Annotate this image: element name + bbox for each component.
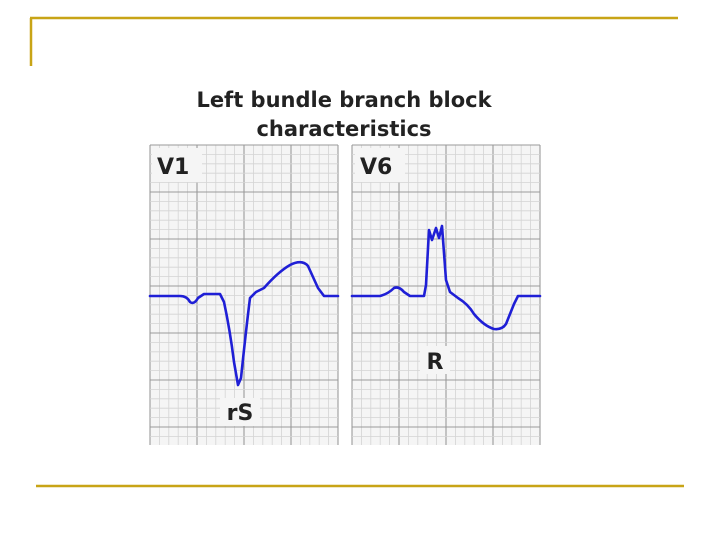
decorative-frame (29, 16, 684, 488)
title-line-1: Left bundle branch block (196, 88, 492, 112)
title-line-2: characteristics (256, 117, 431, 141)
figure-title: Left bundle branch block characteristics (196, 88, 492, 141)
lead-label-v6: V6 (360, 155, 392, 180)
lead-label-bg (355, 148, 405, 182)
ecg-panel-v1: V1 rS (148, 144, 340, 445)
annotation-bg (220, 398, 260, 426)
ecg-trace-v6 (350, 224, 542, 331)
ecg-panel-v6: V6 R (350, 144, 542, 445)
wave-annotation-rs: rS (227, 401, 254, 426)
wave-annotation-r: R (427, 350, 444, 375)
ecg-trace-v1 (148, 260, 340, 387)
annotation-bg (420, 346, 450, 374)
lead-label-bg (152, 148, 202, 182)
lead-label-v1: V1 (157, 155, 189, 180)
